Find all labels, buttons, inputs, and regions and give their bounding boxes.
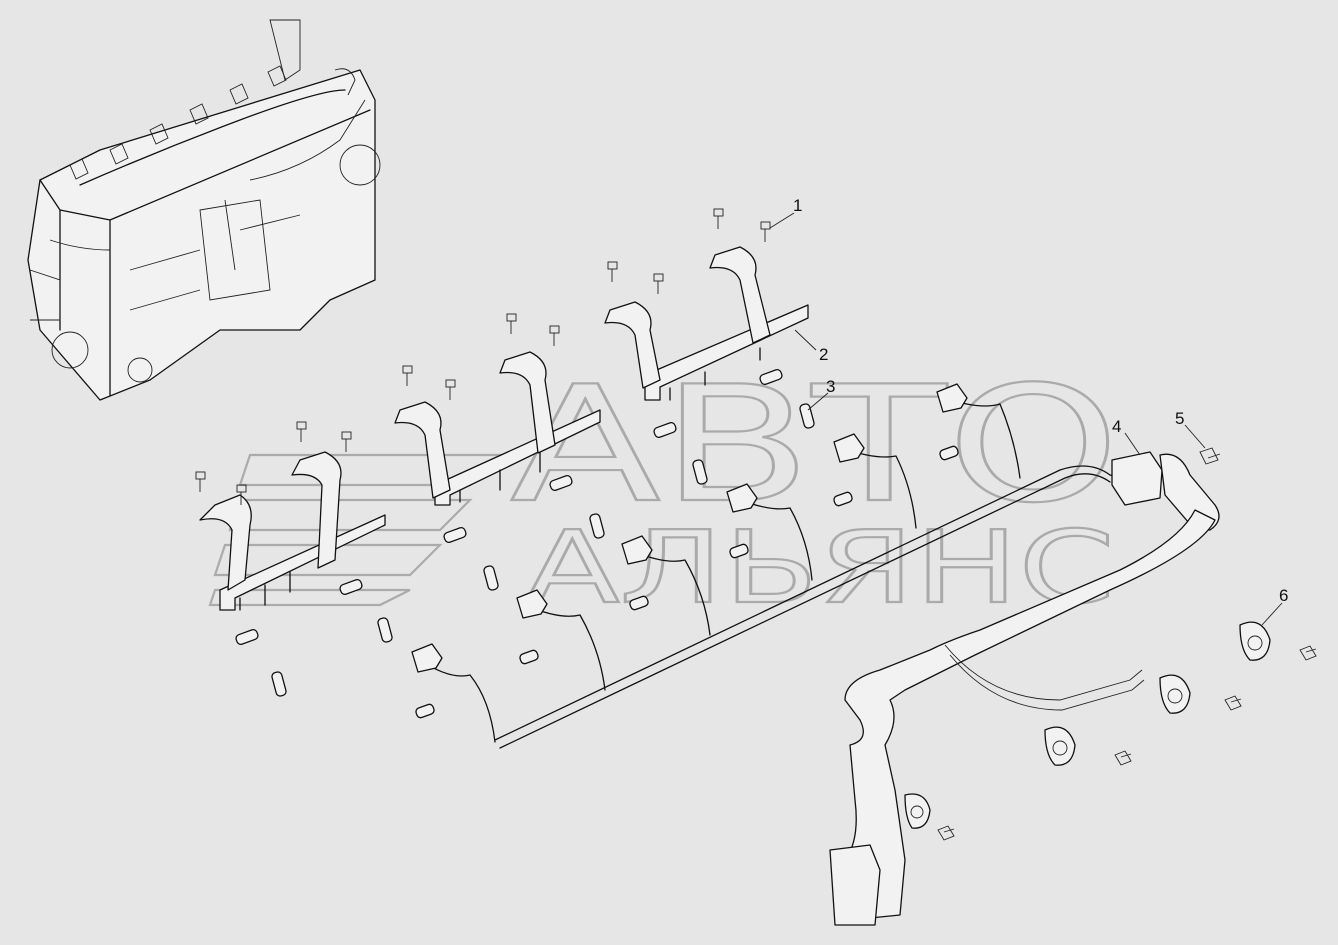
harness-clips [235,369,959,719]
callout-2: 2 [819,345,828,364]
watermark-line1: АВТО [510,351,1120,538]
callout-1: 1 [793,196,802,215]
p-clamps [904,621,1271,829]
callout-6: 6 [1279,586,1288,605]
callout-leaders [769,212,1283,626]
clamp-bolts [937,447,1317,841]
wiring-harness [411,383,1220,926]
injector-bracket-rails [199,246,809,611]
watermark-line2: АЛЬЯНС [525,509,1115,626]
watermark: АВТО АЛЬЯНС [208,350,1121,627]
callout-4: 4 [1112,417,1121,436]
callout-5: 5 [1175,409,1184,428]
callout-3: 3 [826,377,835,396]
engine-overview [27,19,381,401]
engine-injectors [69,65,366,271]
bracket-bolts [195,208,771,505]
